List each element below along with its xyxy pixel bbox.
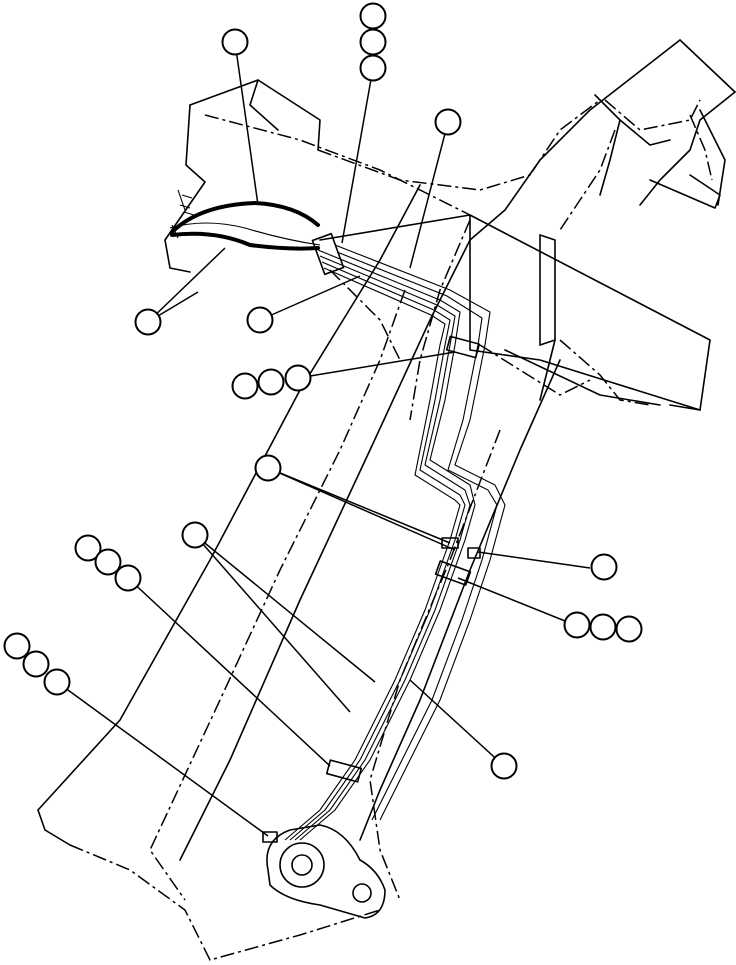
flexible-hoses [169, 189, 321, 251]
callout-bubble [181, 521, 209, 549]
callout-bubble [615, 615, 643, 643]
upper-frame-hidden-lines [204, 99, 713, 406]
callout-bubble [221, 28, 249, 56]
pivot-bracket [266, 824, 386, 919]
callout-bubble [359, 28, 387, 56]
callout-bubble [246, 306, 274, 334]
callout-bubble [359, 54, 387, 82]
callout-bubble [254, 454, 282, 482]
callout-bubble [94, 548, 122, 576]
callout-bubble [22, 650, 50, 678]
callout-bubble [284, 364, 312, 392]
tube-clamps [262, 232, 481, 843]
callout-bubbles [3, 2, 643, 780]
callout-bubble [74, 534, 102, 562]
callout-bubble [257, 368, 285, 396]
callout-bubble [114, 564, 142, 592]
callout-bubble [359, 2, 387, 30]
boom-arm-outline [37, 184, 561, 861]
callout-bubble [434, 108, 462, 136]
boom-arm-hidden-lines [69, 219, 501, 961]
callout-bubble [590, 553, 618, 581]
callout-bubble [3, 632, 31, 660]
callout-bubble [563, 611, 591, 639]
callout-leaders [56, 41, 591, 837]
callout-bubble [134, 308, 162, 336]
upper-frame-outline [164, 39, 736, 411]
callout-bubble [589, 613, 617, 641]
callout-bubble [43, 668, 71, 696]
callout-bubble [490, 752, 518, 780]
hydraulic-tube-bundle [284, 244, 506, 841]
callout-bubble [231, 372, 259, 400]
